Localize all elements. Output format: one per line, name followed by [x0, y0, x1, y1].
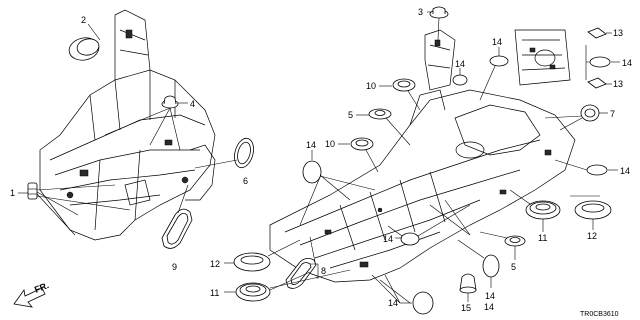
- part-14-seal-right-upper: [589, 56, 611, 68]
- callout-14b: 14: [455, 59, 465, 69]
- callout-13b: 13: [613, 79, 623, 89]
- part-13-pad-lower: [587, 77, 607, 89]
- part-11-cap-right: [525, 200, 561, 220]
- callout-14g: 14: [383, 234, 393, 244]
- callout-14i: 14: [485, 291, 495, 301]
- callout-10b: 10: [325, 139, 335, 149]
- callout-9: 9: [172, 262, 177, 272]
- direction-label: FR.: [33, 280, 50, 295]
- callout-1: 1: [10, 188, 15, 198]
- part-14-seal-top-right: [489, 55, 509, 67]
- callout-7: 7: [610, 109, 615, 119]
- callout-15: 15: [461, 303, 471, 313]
- part-14-seal-left: [302, 160, 322, 184]
- part-6-ring-grommet: [234, 137, 254, 169]
- callout-14e: 14: [620, 166, 630, 176]
- part-14-seal-bottom-right: [482, 254, 500, 278]
- part-4-plug: [161, 95, 179, 109]
- callout-13a: 13: [613, 28, 623, 38]
- callout-5b: 5: [511, 262, 516, 272]
- part-3-plug: [429, 6, 449, 19]
- callout-14d: 14: [622, 58, 632, 68]
- diagram-code: TR0CB3610: [580, 311, 619, 318]
- callout-5a: 5: [348, 110, 353, 120]
- part-14-seal-top-mid: [452, 74, 468, 86]
- callout-12a: 12: [210, 259, 220, 269]
- callout-2: 2: [81, 15, 86, 25]
- callout-14f: 14: [484, 302, 494, 312]
- part-14-seal-bottom-mid: [412, 291, 434, 315]
- callout-6: 6: [243, 176, 248, 186]
- part-8-oval-seal: [285, 258, 317, 289]
- floor-pan-assembly: [269, 29, 576, 283]
- part-5-plug-upper: [368, 108, 392, 120]
- part-13-pad-upper: [587, 27, 607, 39]
- front-frame-assembly: [39, 9, 216, 241]
- part-2-oval-grommet: [68, 37, 100, 61]
- part-7-ring-grommet: [580, 104, 600, 122]
- part-10-plug-lower: [350, 137, 374, 151]
- callout-11b: 11: [210, 288, 219, 298]
- callout-14c: 14: [492, 37, 502, 47]
- callout-4: 4: [190, 99, 195, 109]
- part-1-plug: [27, 182, 38, 200]
- part-14-seal-right-mid: [586, 164, 608, 176]
- part-10-plug-upper: [392, 78, 416, 92]
- part-5-plug-lower: [504, 235, 526, 247]
- part-9-oval-grommet: [161, 208, 193, 249]
- callout-14h: 14: [388, 298, 398, 308]
- part-11-cap-left: [235, 282, 271, 302]
- part-15-clip: [459, 273, 477, 294]
- part-12-cap-right: [574, 200, 612, 220]
- callout-8: 8: [321, 266, 326, 276]
- callout-3: 3: [418, 7, 423, 17]
- callout-10a: 10: [366, 81, 376, 91]
- callout-14a: 14: [306, 140, 316, 150]
- front-direction-arrow: FR.: [13, 280, 50, 308]
- callout-11a: 11: [538, 233, 547, 243]
- part-14-seal-mid-lower: [400, 232, 420, 246]
- part-12-cap-left: [233, 252, 271, 272]
- callout-12b: 12: [587, 231, 597, 241]
